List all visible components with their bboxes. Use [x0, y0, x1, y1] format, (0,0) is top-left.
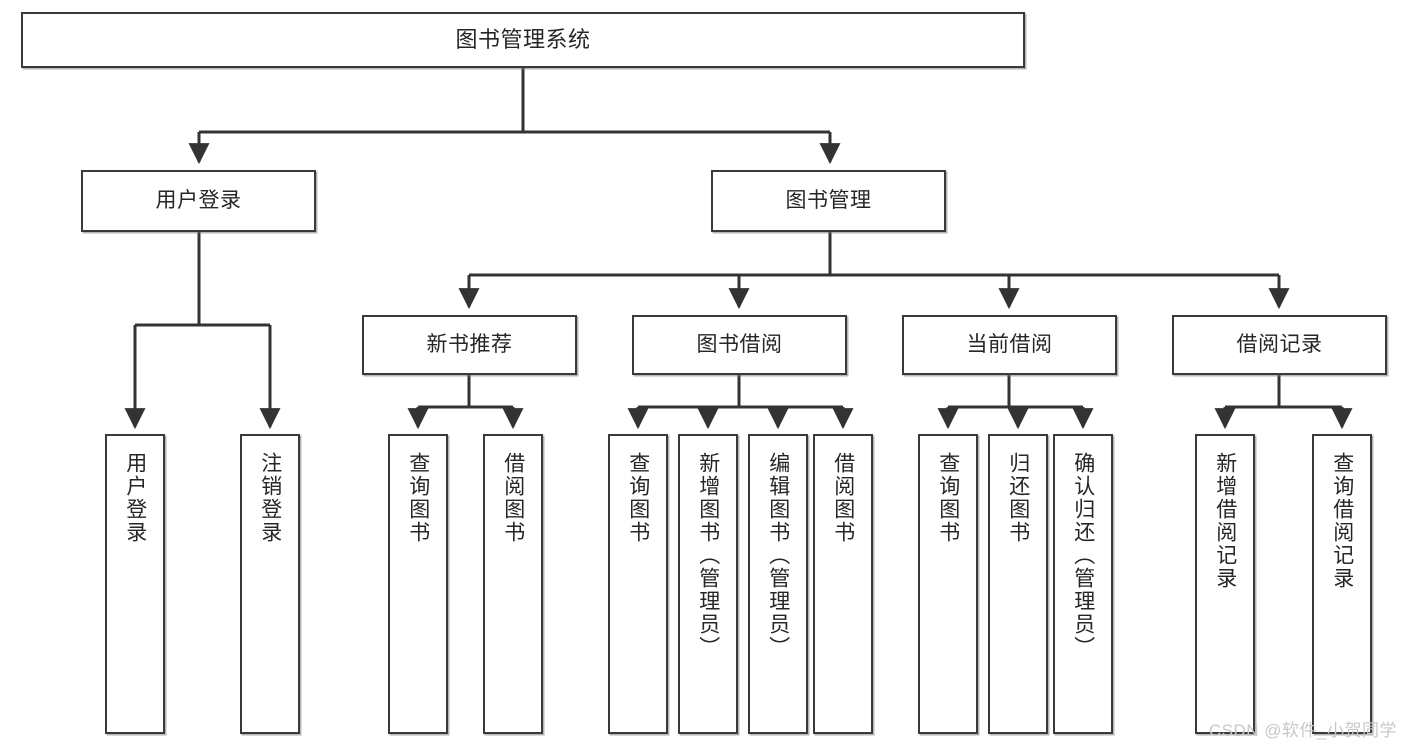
node-leaf-query-book-3-label: 查询图书	[936, 452, 960, 544]
node-leaf-add-record-label: 新增借阅记录	[1213, 452, 1237, 590]
node-book-borrow-label: 图书借阅	[696, 332, 783, 356]
node-borrow-record[interactable]: 借阅记录	[1172, 315, 1387, 375]
node-leaf-logout-login[interactable]: 注销登录	[240, 434, 300, 734]
node-leaf-query-book-1-label: 查询图书	[406, 452, 430, 544]
node-leaf-return-book-label: 归还图书	[1006, 452, 1030, 544]
node-leaf-add-record[interactable]: 新增借阅记录	[1195, 434, 1255, 734]
node-leaf-query-record-label: 查询借阅记录	[1330, 452, 1354, 590]
node-leaf-user-login-label: 用户登录	[123, 452, 147, 544]
node-leaf-add-book-label: 新增图书（管理员）	[696, 452, 720, 659]
node-user-login[interactable]: 用户登录	[81, 170, 316, 232]
node-leaf-borrow-book-1-label: 借阅图书	[501, 452, 525, 544]
node-leaf-borrow-book-1[interactable]: 借阅图书	[483, 434, 543, 734]
node-leaf-add-book[interactable]: 新增图书（管理员）	[678, 434, 738, 734]
node-borrow-record-label: 借阅记录	[1236, 332, 1323, 356]
node-leaf-borrow-book-2[interactable]: 借阅图书	[813, 434, 873, 734]
node-leaf-query-book-1[interactable]: 查询图书	[388, 434, 448, 734]
node-current-borrow-label: 当前借阅	[966, 332, 1053, 356]
node-leaf-edit-book[interactable]: 编辑图书（管理员）	[748, 434, 808, 734]
node-leaf-query-book-2-label: 查询图书	[626, 452, 650, 544]
node-book-manage[interactable]: 图书管理	[711, 170, 946, 232]
node-root-label: 图书管理系统	[455, 27, 591, 53]
node-root[interactable]: 图书管理系统	[21, 12, 1025, 68]
node-current-borrow[interactable]: 当前借阅	[902, 315, 1117, 375]
node-leaf-return-book[interactable]: 归还图书	[988, 434, 1048, 734]
node-leaf-confirm-return[interactable]: 确认归还（管理员）	[1053, 434, 1113, 734]
node-leaf-borrow-book-2-label: 借阅图书	[831, 452, 855, 544]
node-leaf-edit-book-label: 编辑图书（管理员）	[766, 452, 790, 659]
node-leaf-query-book-3[interactable]: 查询图书	[918, 434, 978, 734]
node-book-borrow[interactable]: 图书借阅	[632, 315, 847, 375]
node-user-login-label: 用户登录	[155, 188, 242, 212]
node-new-book-recommend[interactable]: 新书推荐	[362, 315, 577, 375]
node-leaf-logout-login-label: 注销登录	[258, 452, 282, 544]
node-book-manage-label: 图书管理	[785, 188, 872, 212]
node-leaf-confirm-return-label: 确认归还（管理员）	[1071, 452, 1095, 659]
node-leaf-query-record[interactable]: 查询借阅记录	[1312, 434, 1372, 734]
node-leaf-query-book-2[interactable]: 查询图书	[608, 434, 668, 734]
node-leaf-user-login[interactable]: 用户登录	[105, 434, 165, 734]
node-new-book-recommend-label: 新书推荐	[426, 332, 513, 356]
